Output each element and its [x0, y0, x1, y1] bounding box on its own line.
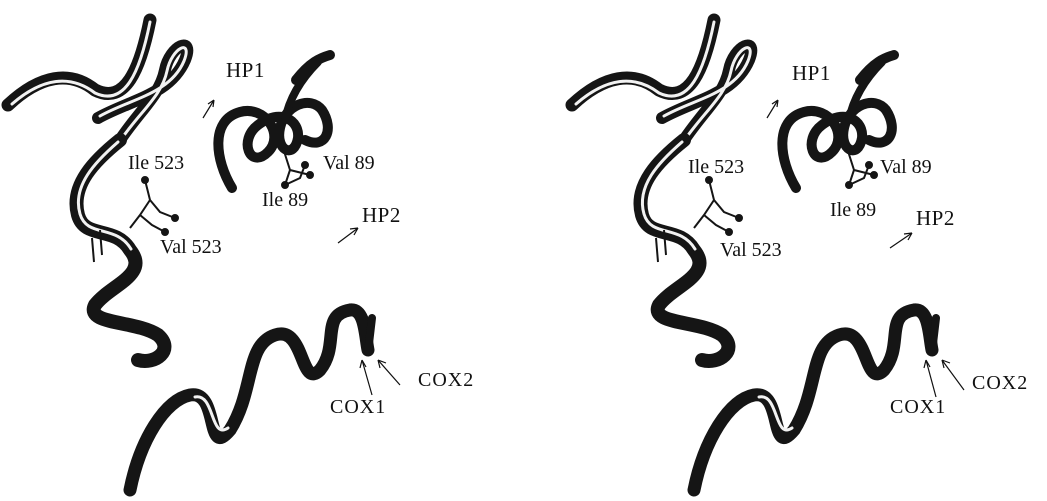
label-cox2: COX2 [972, 373, 1028, 393]
label-hp1: HP1 [792, 63, 831, 84]
cox-end [932, 318, 936, 352]
label-cox2: COX2 [418, 370, 474, 390]
label-hp1: HP1 [226, 60, 265, 81]
label-val89: Val 89 [880, 157, 932, 177]
cox-end [368, 318, 372, 352]
stereo-panel-right: HP1 HP2 Ile 523 Val 523 Val 89 Ile 89 CO… [560, 0, 1047, 501]
label-cox1: COX1 [330, 397, 386, 417]
label-cox1: COX1 [890, 397, 946, 417]
label-ile89: Ile 89 [262, 190, 308, 210]
label-ile89: Ile 89 [830, 200, 876, 220]
label-hp2: HP2 [916, 208, 955, 229]
label-ile523: Ile 523 [688, 157, 744, 177]
label-hp2: HP2 [362, 205, 401, 226]
stereo-panel-left: HP1 HP2 Ile 523 Val 523 Val 89 Ile 89 CO… [0, 0, 523, 501]
label-val523: Val 523 [720, 240, 782, 260]
label-val89: Val 89 [323, 153, 375, 173]
label-val523: Val 523 [160, 237, 222, 257]
label-ile523: Ile 523 [128, 153, 184, 173]
